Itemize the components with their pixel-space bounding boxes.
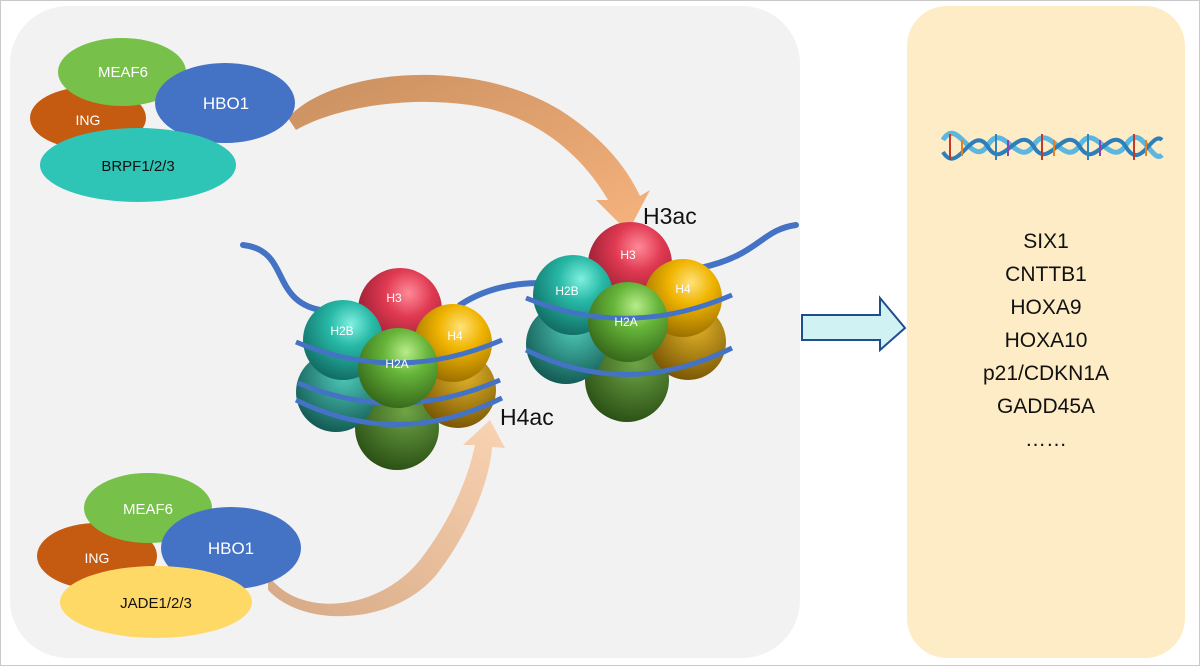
h2b-label: H2B: [555, 284, 578, 298]
right-arrow-icon: [801, 295, 907, 353]
h3-acetylation-arrow: [288, 74, 650, 233]
target-gene: GADD45A: [996, 395, 1096, 418]
hbo1-label: HBO1: [208, 539, 254, 558]
hbo1-subunit: [155, 63, 295, 143]
brpf-subunit: [40, 128, 236, 202]
h2a-label: H2A: [614, 315, 637, 329]
hbo1-jade-complex: MEAF6 HBO1 ING JADE1/2/3: [37, 473, 301, 638]
target-gene: p21/CDKN1A: [982, 362, 1110, 385]
hbo1-subunit: [161, 507, 301, 589]
dna-helix-icon: [940, 130, 1164, 161]
h3-label: H3: [620, 248, 636, 262]
target-gene-list: SIX1 CNTTB1 HOXA9 HOXA10 p21/CDKN1A GADD…: [910, 225, 1182, 456]
meaf6-label: MEAF6: [98, 64, 148, 81]
h3ac-label: H3ac: [643, 203, 697, 229]
dna-wrap: [524, 345, 734, 377]
h2a-lower: [585, 338, 669, 422]
meaf6-subunit: [58, 38, 186, 106]
target-gene: CNTTB1: [1005, 263, 1087, 286]
dna-wrap: [525, 292, 733, 321]
nucleosome-right: H3 H2B H4 H2A: [524, 222, 734, 422]
target-gene-panel: [907, 6, 1185, 658]
h2b-label: H2B: [330, 324, 353, 338]
hbo1-brpf-complex: MEAF6 HBO1 ING BRPF1/2/3: [30, 38, 295, 202]
jade-label: JADE1/2/3: [120, 595, 192, 612]
ing-label: ING: [85, 550, 110, 566]
h3-label: H3: [386, 291, 402, 305]
hbo1-label: HBO1: [203, 94, 249, 113]
h4-acetylation-arrow: [268, 420, 505, 617]
jade-subunit: [60, 566, 252, 638]
dna-wrap: [294, 395, 504, 427]
h2a-label: H2A: [385, 357, 408, 371]
ing-label: ING: [76, 112, 101, 128]
h2a-lower: [355, 386, 439, 470]
target-gene: SIX1: [1023, 230, 1069, 253]
target-gene: HOXA10: [1004, 329, 1088, 352]
target-gene-ellipsis: ……: [1025, 428, 1067, 451]
target-gene: HOXA9: [1010, 296, 1082, 319]
h4-label: H4: [675, 282, 691, 296]
h4-label: H4: [447, 329, 463, 343]
h4ac-label: H4ac: [500, 404, 554, 430]
nucleosome-left: H3 H2B H4 H2A: [294, 268, 504, 470]
dna-wrap: [295, 337, 503, 366]
brpf-label: BRPF1/2/3: [101, 158, 174, 175]
meaf6-label: MEAF6: [123, 501, 173, 518]
h2a-histone: [588, 282, 668, 362]
h2a-histone: [358, 328, 438, 408]
